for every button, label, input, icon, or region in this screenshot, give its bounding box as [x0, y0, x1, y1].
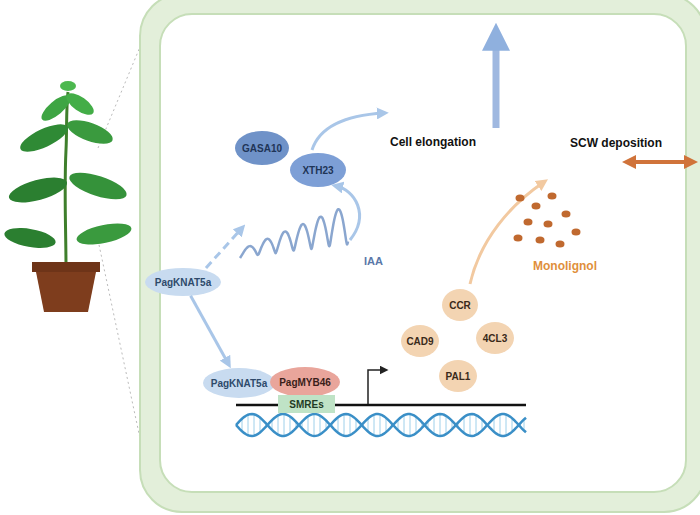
ellipse-node: CAD9 — [401, 325, 439, 357]
monolignol-dot — [548, 193, 557, 200]
helix-strand — [236, 414, 526, 436]
double-arrow — [632, 160, 688, 164]
ellipse-node: PagMYB46 — [270, 367, 340, 397]
ellipse-node: CCR — [442, 289, 478, 321]
node-label: CAD9 — [406, 336, 433, 347]
helix-rung — [506, 414, 507, 435]
helix-rung — [260, 418, 261, 433]
annotation-label: IAA — [364, 255, 383, 267]
helix-rung — [440, 414, 441, 436]
helix-rung — [278, 415, 279, 434]
helix-rung — [284, 414, 285, 436]
helix-rung — [416, 417, 417, 434]
helix-rung — [512, 418, 513, 432]
helix-rung — [308, 416, 309, 433]
monolignol-dot — [572, 229, 581, 236]
helix-rung — [374, 415, 375, 436]
elongation-arrow — [493, 34, 500, 128]
ellipse-node: PagKNAT5a — [203, 368, 275, 398]
helix-rung — [380, 414, 381, 435]
curved-arrow — [470, 182, 544, 284]
cell-wall — [140, 0, 700, 512]
monolignol-dot — [516, 195, 525, 202]
arrow-connector — [191, 296, 229, 364]
helix-rung — [500, 415, 501, 436]
iaa-wave — [240, 209, 348, 258]
ellipse-node: XTH23 — [290, 153, 346, 187]
node-label: PAL1 — [446, 371, 471, 382]
monolignol-dot — [562, 211, 571, 218]
helix-rung — [464, 417, 465, 433]
node-label: PagMYB46 — [279, 377, 331, 388]
node-label: SMREs — [289, 399, 323, 410]
element-box: SMREs — [278, 395, 335, 413]
arrow-head — [684, 155, 698, 169]
helix-rung — [320, 416, 321, 435]
helix-rung — [410, 414, 411, 436]
arrow-head — [622, 155, 636, 169]
ellipse-node: GASA10 — [235, 131, 289, 165]
helix-rung — [248, 415, 249, 436]
helix-rung — [434, 416, 435, 434]
ellipse-fill — [442, 289, 478, 321]
helix-rung — [338, 417, 339, 432]
dashed-arrow — [206, 228, 242, 268]
node-label: PagKNAT5a — [211, 378, 268, 389]
node-label: CCR — [449, 300, 471, 311]
ellipse-node: PAL1 — [439, 360, 477, 392]
promoter-arrow — [368, 370, 384, 404]
annotation-label: SCW deposition — [570, 136, 662, 150]
monolignol-dot — [556, 241, 565, 248]
ellipse-fill — [401, 325, 439, 357]
ellipse-node: 4CL3 — [476, 322, 514, 354]
monolignol-dots — [514, 193, 581, 248]
helix-rung — [350, 415, 351, 435]
monolignol-dot — [532, 203, 541, 210]
plant-illustration — [3, 81, 133, 312]
helix-rung — [386, 418, 387, 432]
ellipse-fill — [235, 131, 289, 165]
node-label: PagKNAT5a — [155, 277, 212, 288]
helix-rung — [254, 414, 255, 435]
ellipse-fill — [476, 322, 514, 354]
ellipse-fill — [145, 268, 221, 296]
annotation-label: Monolignol — [533, 259, 597, 273]
dna-helix — [236, 414, 526, 436]
monolignol-dot — [514, 235, 523, 242]
ellipse-node: PagKNAT5a — [145, 268, 221, 296]
helix-rung — [494, 418, 495, 432]
helix-rung — [344, 414, 345, 436]
ellipse-fill — [203, 368, 275, 398]
helix-strand — [236, 414, 526, 436]
node-label: 4CL3 — [483, 333, 507, 344]
ellipse-fill — [290, 153, 346, 187]
helix-rung — [404, 415, 405, 435]
helix-rung — [446, 416, 447, 434]
ellipse-fill — [270, 367, 340, 397]
helix-rung — [476, 415, 477, 435]
curved-arrow — [336, 186, 359, 240]
helix-rung — [314, 414, 315, 436]
monolignol-dot — [524, 219, 533, 226]
monolignol-dot — [544, 221, 553, 228]
node-label: GASA10 — [242, 143, 282, 154]
monolignol-dot — [536, 237, 545, 244]
helix-rung — [290, 416, 291, 433]
annotation-label: Cell elongation — [390, 135, 476, 149]
curved-arrow — [312, 113, 384, 150]
helix-rung — [470, 414, 471, 436]
node-label: XTH23 — [302, 165, 333, 176]
ellipse-fill — [439, 360, 477, 392]
cell-membrane — [160, 14, 686, 492]
